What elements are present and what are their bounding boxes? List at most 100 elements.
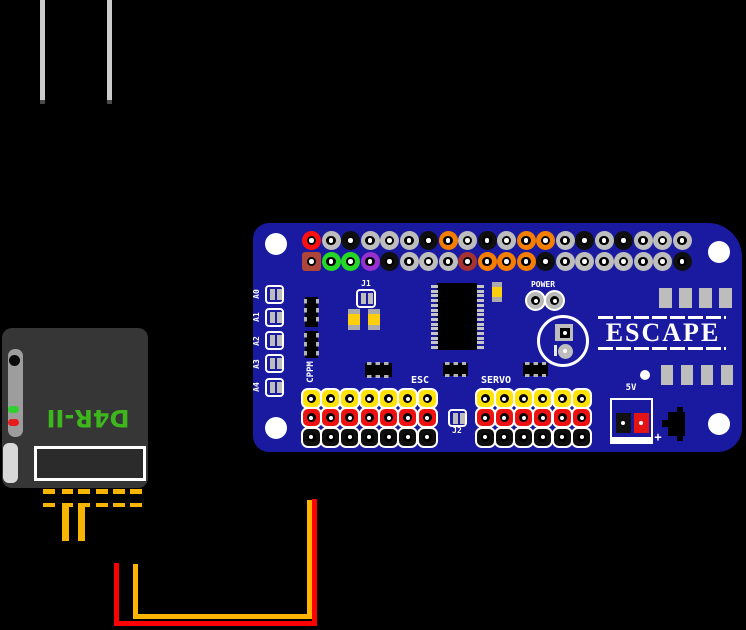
pad-dot xyxy=(504,259,509,264)
via-dot xyxy=(640,370,650,380)
mcu-leg-right xyxy=(476,308,484,312)
pad-hole xyxy=(384,413,393,423)
pad-dot xyxy=(367,435,372,439)
top-pad-row1-16 xyxy=(594,231,614,250)
servo-pad-r2-c5 xyxy=(551,407,573,429)
esc-pad-r2-c4 xyxy=(358,407,380,429)
capacitor-1 xyxy=(348,309,360,330)
receiver-pin-r1-c3 xyxy=(78,489,90,494)
pad-hole xyxy=(384,394,393,403)
top-pad-row2-15 xyxy=(575,252,594,271)
pad-hole xyxy=(326,256,336,267)
top-pad-row1-13 xyxy=(536,231,555,250)
mcu-leg-right xyxy=(476,289,484,293)
pad-hole xyxy=(501,256,512,267)
pad-dot xyxy=(309,396,314,401)
servo-label: SERVO xyxy=(480,375,512,386)
pad-hole xyxy=(540,256,551,267)
pad-dot xyxy=(579,415,584,420)
mounting-hole-top-right xyxy=(708,241,730,263)
pad-dot xyxy=(484,259,490,264)
pad-dot xyxy=(425,435,430,439)
pad-dot xyxy=(563,349,567,353)
pad-hole xyxy=(326,432,336,442)
pad-pin xyxy=(276,381,282,393)
mcu-leg-left xyxy=(430,289,438,293)
pad-hole xyxy=(403,413,413,423)
wire-yellow-segment-left xyxy=(133,564,138,619)
esc-pad-r1-c5 xyxy=(378,388,399,409)
pad-pin xyxy=(269,358,275,370)
wire-yellow-segment-right xyxy=(306,500,312,619)
pad-dot xyxy=(502,435,507,439)
esc-pad-r2-c1 xyxy=(300,407,322,429)
pad-hole xyxy=(365,256,375,267)
mcu-leg-right xyxy=(476,341,484,345)
pad-dot xyxy=(348,238,353,243)
transistor-leg xyxy=(662,420,668,427)
esc-pad-r3-c5 xyxy=(378,426,399,448)
mcu-leg-right xyxy=(476,332,484,335)
receiver-switch xyxy=(3,443,18,483)
pad-pin xyxy=(269,311,275,323)
pad-dot xyxy=(465,259,470,264)
top-pad-row1-15 xyxy=(575,231,594,250)
pad-dot xyxy=(483,435,487,439)
pad-hole xyxy=(499,413,509,423)
servo-pad-r2-c1 xyxy=(474,407,496,429)
pad-dot xyxy=(523,259,529,264)
servo-pad-r2-c3 xyxy=(513,407,535,429)
antenna-wire-2 xyxy=(106,0,112,100)
pad-hole xyxy=(540,235,551,246)
pad-hole xyxy=(519,413,529,423)
pad-dot xyxy=(425,415,430,420)
esc-label: ESC xyxy=(410,375,430,386)
pad-dot xyxy=(484,238,490,243)
receiver-pin-r1-c1 xyxy=(43,489,55,494)
pad-hole xyxy=(480,413,490,423)
esc-pad-r3-c1 xyxy=(300,426,322,448)
mcu-chip xyxy=(437,283,477,350)
pad-hole xyxy=(577,432,586,442)
wire-yellow-segment-bottom xyxy=(133,613,312,619)
esc-pad-r1-c6 xyxy=(397,388,419,409)
buzzer-pad-black xyxy=(559,327,570,338)
top-pad-row2-16 xyxy=(594,252,614,271)
top-pad-row2-13 xyxy=(536,252,555,271)
pad-dot xyxy=(405,435,410,439)
buzzer-polarity-mark xyxy=(553,345,557,356)
top-pad-row2-11 xyxy=(497,252,516,271)
pad-hole xyxy=(404,235,414,246)
pad-dot xyxy=(540,415,545,420)
pad-hole xyxy=(577,394,586,403)
top-pad-row2-4 xyxy=(360,252,380,271)
pad-dot xyxy=(601,238,607,243)
capacitor-3 xyxy=(492,282,502,302)
pad-hole xyxy=(677,235,687,246)
cppm-label: CPPM xyxy=(306,361,316,383)
pad-dot xyxy=(328,435,333,439)
led-red xyxy=(8,419,19,426)
pad-dot xyxy=(523,238,529,243)
esc-pad-r3-c4 xyxy=(358,426,380,448)
top-pad-row2-20 xyxy=(672,252,692,271)
mcu-leg-left xyxy=(430,346,438,350)
pad-hole xyxy=(345,413,355,423)
top-pad-row1-11 xyxy=(497,231,516,250)
mcu-leg-left xyxy=(430,299,438,303)
pad-hole xyxy=(403,394,413,403)
pad-hole xyxy=(306,413,316,423)
top-pad-row1-1 xyxy=(302,231,321,250)
pad-dot xyxy=(367,238,373,243)
pad-hole xyxy=(462,235,473,246)
pad-dot xyxy=(679,238,685,243)
antenna-tip-1 xyxy=(39,100,45,104)
top-pad-row1-20 xyxy=(672,231,692,250)
top-pad-row2-18 xyxy=(633,252,653,271)
power-connector-pos-pad xyxy=(633,413,649,433)
pad-dot xyxy=(502,415,507,420)
brand-name: ESCAPE xyxy=(605,318,721,347)
pad-dot xyxy=(640,259,646,264)
pad-dot xyxy=(386,415,391,420)
jumper-j2 xyxy=(448,409,467,427)
